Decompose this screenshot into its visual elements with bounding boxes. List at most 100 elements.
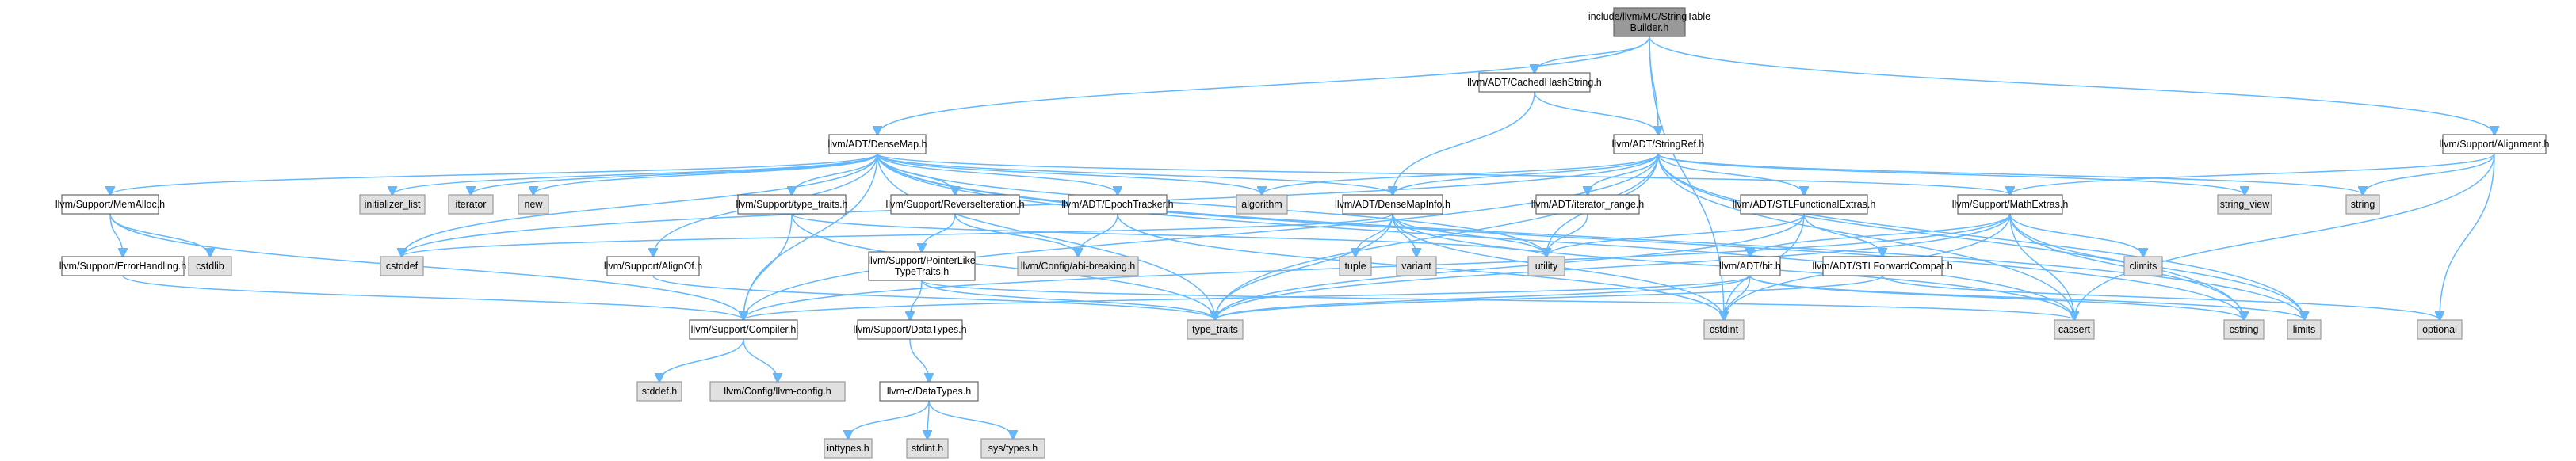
node-label-iterator: iterator [456, 199, 487, 210]
edge-reverseiter-to-abibreaking [954, 213, 1078, 257]
node-label-ptrliketraits: llvm/Support/PointerLike [868, 255, 976, 266]
node-box-datatypes [857, 319, 963, 340]
node-stlfunc[interactable]: llvm/ADT/STLFunctionalExtras.h [1733, 194, 1876, 215]
node-optional: optional [2417, 319, 2463, 340]
edge-compiler-to-stddef [659, 338, 744, 382]
edge-stlforward-to-type_traits [1215, 275, 1883, 320]
node-cassert: cassert [2054, 319, 2095, 340]
node-box-type_traits [1187, 319, 1244, 340]
node-reverseiter[interactable]: llvm/Support/ReverseIteration.h [885, 194, 1025, 215]
node-label-inttypes: inttypes.h [827, 443, 869, 454]
node-label-cachedhash: llvm/ADT/CachedHashString.h [1467, 77, 1602, 88]
node-alignof[interactable]: llvm/Support/AlignOf.h [604, 256, 702, 276]
edge-densemapinfo-to-cstddef [402, 213, 1393, 257]
node-stringref[interactable]: llvm/ADT/StringRef.h [1612, 134, 1705, 154]
edge-densemap-to-new [533, 153, 878, 195]
node-box-cstring [2223, 319, 2265, 340]
node-label-cstddef: cstddef [386, 261, 419, 272]
node-variant: variant [1396, 256, 1437, 276]
edge-ptrliketraits-to-datatypes [910, 280, 923, 320]
node-label-initlist: initializer_list [365, 199, 421, 210]
node-stlforward[interactable]: llvm/ADT/STLForwardCompat.h [1812, 256, 1953, 276]
node-label-variant: variant [1401, 261, 1431, 272]
node-label-llvmconfig: llvm/Config/llvm-config.h [724, 386, 831, 397]
edge-bit-to-type_traits [1215, 275, 1751, 320]
node-box-typetraits_h [737, 194, 847, 215]
node-box-cassert [2054, 319, 2095, 340]
node-densemapinfo[interactable]: llvm/ADT/DenseMapInfo.h [1335, 194, 1450, 215]
edges-layer [110, 36, 2494, 439]
node-label-bit: llvm/ADT/bit.h [1719, 261, 1781, 272]
edge-densemap-to-algorithm [877, 153, 1262, 195]
edge-densemap-to-utility [877, 153, 1546, 257]
node-label-tuple: tuple [1344, 261, 1366, 272]
edge-densemapinfo-to-type_traits [1215, 213, 1393, 320]
node-label-abibreaking: llvm/Config/abi-breaking.h [1021, 261, 1136, 272]
node-memalloc[interactable]: llvm/Support/MemAlloc.h [55, 194, 165, 215]
node-box-bit [1719, 256, 1781, 276]
node-box-mathextras [1957, 194, 2063, 215]
node-cstddef: cstddef [380, 256, 424, 276]
node-cdatatypes[interactable]: llvm-c/DataTypes.h [879, 381, 979, 402]
edge-stlfunc-to-type_traits [1215, 213, 1805, 320]
node-label-string: string [2351, 199, 2375, 210]
node-iterator: iterator [448, 194, 494, 215]
node-alignment[interactable]: llvm/Support/Alignment.h [2440, 134, 2550, 154]
edge-stlfunc-to-utility [1546, 213, 1805, 257]
node-box-cachedhash [1478, 72, 1591, 93]
node-label-alignment: llvm/Support/Alignment.h [2440, 139, 2550, 150]
node-epoch[interactable]: llvm/ADT/EpochTracker.h [1061, 194, 1174, 215]
node-box-limits [2287, 319, 2322, 340]
edge-alignment-to-string [2363, 153, 2495, 195]
node-label-epoch: llvm/ADT/EpochTracker.h [1061, 199, 1173, 210]
edge-cachedhash-to-stringref [1534, 91, 1658, 135]
edge-stringref-to-cstring [1657, 153, 2244, 320]
node-compiler[interactable]: llvm/Support/Compiler.h [689, 319, 798, 340]
node-label-mathextras: llvm/Support/MathExtras.h [1952, 199, 2069, 210]
node-abibreaking: llvm/Config/abi-breaking.h [1017, 256, 1139, 276]
edge-ptrliketraits-to-cassert [921, 280, 2074, 320]
node-box-tuple [1339, 256, 1372, 276]
edge-memalloc-to-errorhandling [109, 213, 123, 257]
edge-mathextras-to-type_traits [1215, 213, 2011, 320]
node-label-memalloc: llvm/Support/MemAlloc.h [55, 199, 165, 210]
node-densemap[interactable]: llvm/ADT/DenseMap.h [827, 134, 927, 154]
edge-densemap-to-initlist [392, 153, 878, 195]
edge-ptrliketraits-to-type_traits [921, 280, 1215, 320]
node-box-initlist [359, 194, 426, 215]
node-bit[interactable]: llvm/ADT/bit.h [1719, 256, 1781, 276]
edge-root-to-densemap [877, 36, 1650, 135]
node-label-typetraits_h: llvm/Support/type_traits.h [736, 199, 847, 210]
node-box-cdatatypes [879, 381, 979, 402]
node-label-systypes: sys/types.h [988, 443, 1038, 454]
node-box-algorithm [1236, 194, 1288, 215]
edge-errorhandling-to-compiler [122, 275, 743, 320]
node-label-root: Builder.h [1630, 22, 1669, 33]
edge-cachedhash-to-densemapinfo [1393, 91, 1535, 195]
node-mathextras[interactable]: llvm/Support/MathExtras.h [1952, 194, 2069, 215]
node-climits: climits [2123, 256, 2163, 276]
node-errorhandling[interactable]: llvm/Support/ErrorHandling.h [59, 256, 187, 276]
edge-memalloc-to-compiler [109, 213, 743, 320]
node-box-abibreaking [1017, 256, 1139, 276]
node-box-new [518, 194, 549, 215]
node-iterrange[interactable]: llvm/ADT/iterator_range.h [1531, 194, 1644, 215]
node-label-algorithm: algorithm [1241, 199, 1282, 210]
node-box-root [1613, 7, 1686, 37]
node-cachedhash[interactable]: llvm/ADT/CachedHashString.h [1467, 72, 1602, 93]
edge-bit-to-cstring [1749, 275, 2244, 320]
edge-mathextras-to-compiler [743, 213, 2011, 320]
edge-mathextras-to-bit [1750, 213, 2011, 257]
node-label-cstdlib: cstdlib [196, 261, 224, 272]
edge-cdatatypes-to-stdint [927, 400, 929, 439]
node-label-limits: limits [2293, 324, 2315, 335]
edge-cdatatypes-to-inttypes [848, 400, 930, 439]
edge-densemap-to-type_traits [877, 153, 1215, 320]
node-typetraits_h[interactable]: llvm/Support/type_traits.h [736, 194, 848, 215]
node-datatypes[interactable]: llvm/Support/DataTypes.h [853, 319, 967, 340]
edge-epoch-to-abibreaking [1078, 213, 1118, 257]
node-initlist: initializer_list [359, 194, 426, 215]
edge-mathextras-to-climits [2009, 213, 2143, 257]
